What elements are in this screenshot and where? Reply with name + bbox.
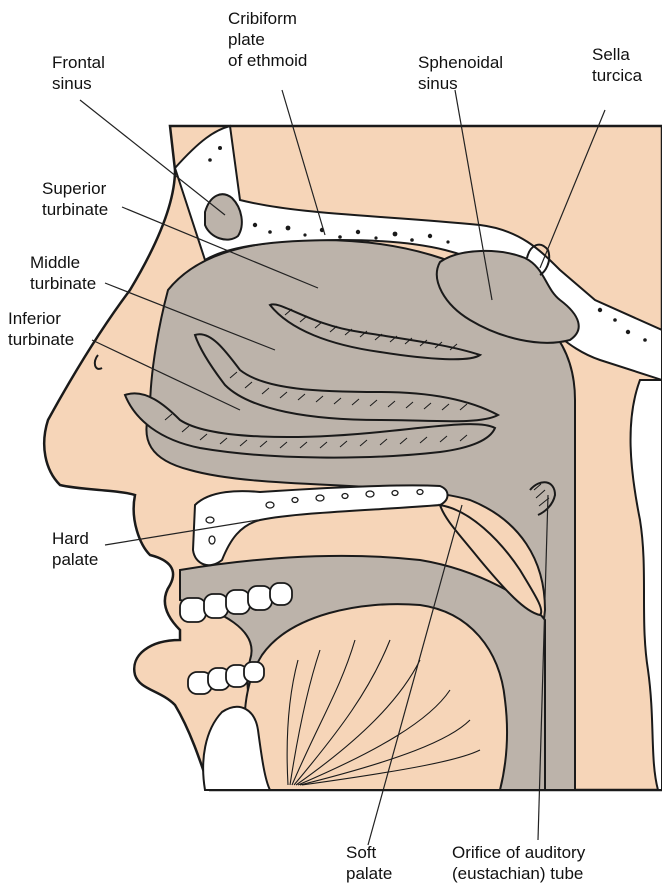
label-soft-palate: Soft palate — [346, 842, 392, 884]
label-auditory-tube: Orifice of auditory (eustachian) tube — [452, 842, 585, 884]
label-superior-turbinate: Superior turbinate — [42, 178, 108, 220]
label-sphenoidal-sinus: Sphenoidal sinus — [418, 52, 503, 94]
label-cribiform-plate: Cribiform plate of ethmoid — [228, 8, 307, 71]
label-middle-turbinate: Middle turbinate — [30, 252, 96, 294]
label-inferior-turbinate: Inferior turbinate — [8, 308, 74, 350]
label-frontal-sinus: Frontal sinus — [52, 52, 105, 94]
label-hard-palate: Hard palate — [52, 528, 98, 570]
label-sella-turcica: Sella turcica — [592, 44, 642, 86]
